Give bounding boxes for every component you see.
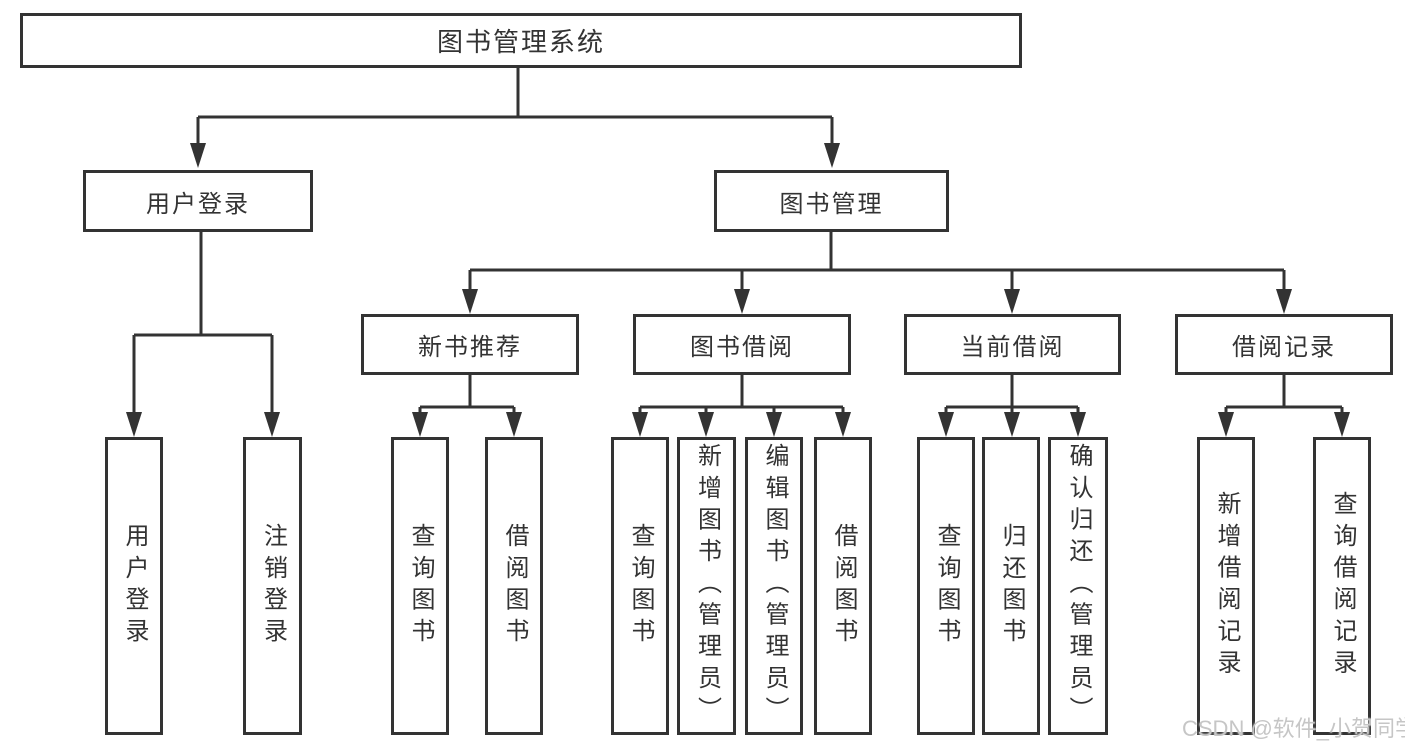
arrowhead-icon (412, 412, 428, 437)
leaf-br-query-record: 查询借阅记录 (1313, 437, 1371, 735)
arrowhead-icon (126, 412, 142, 437)
node-book-management: 图书管理 (714, 170, 949, 232)
node-new-book-recommend: 新书推荐 (361, 314, 579, 375)
node-current-borrow-label: 当前借阅 (960, 334, 1065, 361)
connector-borrow-record-children (1218, 375, 1350, 437)
arrowhead-icon (1218, 412, 1234, 437)
leaf-bb-borrow-books-label: 借阅图书 (830, 522, 857, 650)
csdn-watermark: CSDN @软件_小贺同学 (1182, 716, 1405, 741)
arrowhead-icon (938, 412, 954, 437)
leaf-bb-edit-books-admin-label: 编辑图书（管理员） (761, 443, 788, 729)
node-book-management-label: 图书管理 (779, 190, 884, 218)
leaf-user-login-label: 用户登录 (121, 522, 148, 650)
connector-root-to-level2 (190, 68, 840, 168)
leaf-rec-borrow-books: 借阅图书 (485, 437, 543, 735)
leaf-br-query-record-label: 查询借阅记录 (1329, 490, 1356, 682)
leaf-rec-borrow-books-label: 借阅图书 (501, 522, 528, 650)
leaf-logout-label: 注销登录 (259, 522, 287, 650)
node-root-label: 图书管理系统 (436, 27, 605, 57)
node-new-book-recommend-label: 新书推荐 (418, 334, 522, 361)
node-user-login-label: 用户登录 (146, 190, 250, 218)
leaf-bb-query-books-label: 查询图书 (627, 522, 654, 650)
node-borrow-record-label: 借阅记录 (1232, 334, 1336, 361)
leaf-cb-return-books-label: 归还图书 (998, 522, 1025, 650)
leaf-cb-confirm-return-admin: 确认归还（管理员） (1048, 437, 1108, 735)
leaf-logout: 注销登录 (243, 437, 302, 735)
arrowhead-icon (1004, 289, 1020, 314)
leaf-cb-confirm-return-admin-label: 确认归还（管理员） (1065, 443, 1092, 729)
node-book-borrow-label: 图书借阅 (690, 334, 794, 361)
connector-new-book-rec-children (412, 375, 522, 437)
node-user-login: 用户登录 (83, 170, 313, 232)
connector-user-login-children (126, 232, 280, 437)
connector-book-mgmt-children (462, 232, 1292, 314)
leaf-cb-query-books: 查询图书 (917, 437, 975, 735)
leaf-bb-query-books: 查询图书 (611, 437, 669, 735)
leaf-bb-add-books-admin: 新增图书（管理员） (677, 437, 736, 735)
arrowhead-icon (1004, 412, 1020, 437)
connector-current-borrow-children (938, 375, 1086, 437)
arrowhead-icon (1334, 412, 1350, 437)
arrowhead-icon (698, 412, 714, 437)
leaf-rec-query-books: 查询图书 (391, 437, 449, 735)
leaf-user-login: 用户登录 (105, 437, 163, 735)
leaf-br-add-record: 新增借阅记录 (1197, 437, 1255, 735)
arrowhead-icon (506, 412, 522, 437)
arrowhead-icon (824, 143, 840, 168)
arrowhead-icon (734, 289, 750, 314)
arrowhead-icon (462, 289, 478, 314)
node-root: 图书管理系统 (20, 13, 1022, 68)
leaf-br-add-record-label: 新增借阅记录 (1213, 490, 1240, 682)
arrowhead-icon (632, 412, 648, 437)
node-book-borrow: 图书借阅 (633, 314, 851, 375)
arrowhead-icon (190, 143, 206, 168)
node-borrow-record: 借阅记录 (1175, 314, 1393, 375)
arrowhead-icon (264, 412, 280, 437)
arrowhead-icon (1070, 412, 1086, 437)
leaf-bb-edit-books-admin: 编辑图书（管理员） (745, 437, 803, 735)
leaf-bb-add-books-admin-label: 新增图书（管理员） (693, 443, 721, 729)
connector-book-borrow-children (632, 375, 851, 437)
arrowhead-icon (1276, 289, 1292, 314)
leaf-rec-query-books-label: 查询图书 (407, 522, 434, 650)
arrowhead-icon (766, 412, 782, 437)
leaf-bb-borrow-books: 借阅图书 (814, 437, 872, 735)
leaf-cb-return-books: 归还图书 (982, 437, 1040, 735)
arrowhead-icon (835, 412, 851, 437)
node-current-borrow: 当前借阅 (904, 314, 1121, 375)
leaf-cb-query-books-label: 查询图书 (933, 522, 960, 650)
